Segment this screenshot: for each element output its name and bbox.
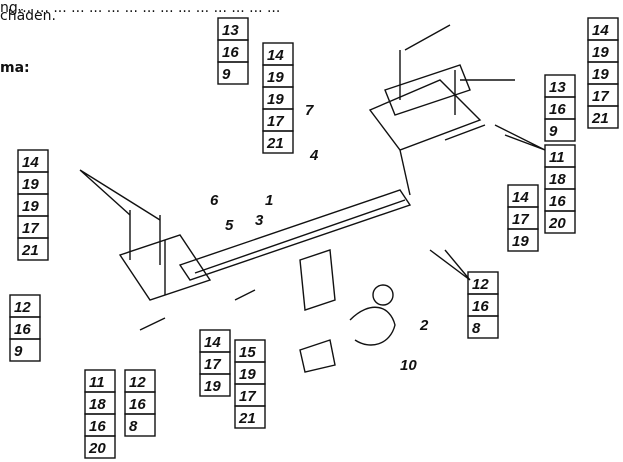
table-cell — [544, 210, 576, 234]
table-number: 19 — [239, 366, 256, 383]
table-cell — [124, 413, 156, 437]
table-number: 20 — [548, 215, 566, 232]
part-label-10: 10 — [400, 357, 417, 374]
table-number: 14 — [267, 47, 284, 64]
table-number: 9 — [14, 343, 23, 360]
header-line-2: chäden. — [0, 8, 56, 24]
header-line-1: ng... ... ... ... ... ... ... ... ... ..… — [0, 0, 281, 16]
table-cell — [507, 228, 539, 252]
part-label-1: 1 — [265, 192, 273, 209]
table-number: 19 — [267, 91, 284, 108]
leader-14-left — [79, 169, 161, 221]
table-number: 16 — [129, 396, 146, 413]
table-number: 14 — [204, 334, 221, 351]
table-cell — [467, 315, 499, 339]
table-number: 17 — [592, 88, 609, 105]
table-number: 19 — [22, 198, 39, 215]
table-cell — [84, 435, 116, 459]
table-number: 8 — [472, 320, 481, 337]
table-number: 20 — [88, 440, 106, 457]
table-number: 21 — [591, 110, 609, 127]
table-cell — [262, 130, 294, 154]
table-number: 14 — [512, 189, 529, 206]
table-number: 18 — [549, 171, 566, 188]
part-label-7: 7 — [305, 102, 314, 119]
part-labels: 1 2 3 4 5 6 7 10 — [210, 102, 429, 374]
table-number: 19 — [267, 69, 284, 86]
table-number: 16 — [14, 321, 31, 338]
table-number: 14 — [592, 22, 609, 39]
table-number: 11 — [549, 149, 565, 166]
table-number: 13 — [549, 79, 566, 96]
leader-11-right — [494, 124, 546, 151]
table-number: 18 — [89, 396, 106, 413]
schema-label: ma: — [0, 60, 30, 76]
tow-ball-drawing — [349, 306, 396, 346]
table-number: 9 — [549, 123, 558, 140]
table-cell — [544, 118, 576, 142]
table-cell — [587, 105, 619, 129]
table-number: 17 — [204, 356, 221, 373]
table-number: 12 — [129, 374, 146, 391]
table-number: 16 — [549, 101, 566, 118]
part-label-5: 5 — [225, 217, 234, 234]
table-number: 17 — [239, 388, 256, 405]
part-label-2: 2 — [419, 317, 429, 334]
table-number: 12 — [14, 299, 31, 316]
table-number: 16 — [549, 193, 566, 210]
table-number: 14 — [22, 154, 39, 171]
bolts-drawing — [129, 50, 486, 331]
table-number: 19 — [592, 44, 609, 61]
table-number: 15 — [239, 344, 256, 361]
table-number: 17 — [22, 220, 39, 237]
table-number: 21 — [266, 135, 284, 152]
table-number: 21 — [21, 242, 39, 259]
table-cell — [217, 61, 249, 85]
table-number: 17 — [512, 211, 529, 228]
part-label-6: 6 — [210, 192, 219, 209]
table-number: 11 — [89, 374, 105, 391]
ball-holder-drawing — [299, 249, 336, 311]
table-number: 16 — [472, 298, 489, 315]
table-number: 19 — [592, 66, 609, 83]
table-number: 8 — [129, 418, 138, 435]
leader-14-top — [404, 24, 515, 81]
part-label-4: 4 — [309, 147, 319, 164]
leader-12-right — [429, 249, 471, 281]
table-number: 9 — [222, 66, 231, 83]
socket-drawing — [299, 339, 336, 373]
table-number: 21 — [238, 410, 256, 427]
right-bracket-drawing — [368, 79, 482, 151]
table-cell — [9, 338, 41, 362]
table-number: 17 — [267, 113, 284, 130]
table-number: 16 — [222, 44, 239, 61]
number-tables: 1316914191917211419191721131691118162014… — [9, 17, 619, 459]
crossbar-drawing — [178, 189, 412, 281]
table-cell — [234, 405, 266, 429]
table-number: 19 — [22, 176, 39, 193]
table-cell — [199, 373, 231, 397]
table-cell — [17, 237, 49, 261]
part-label-3: 3 — [255, 212, 264, 229]
table-number: 16 — [89, 418, 106, 435]
table-number: 19 — [204, 378, 221, 395]
table-number: 13 — [222, 22, 239, 39]
table-number: 12 — [472, 276, 489, 293]
table-number: 19 — [512, 233, 529, 250]
